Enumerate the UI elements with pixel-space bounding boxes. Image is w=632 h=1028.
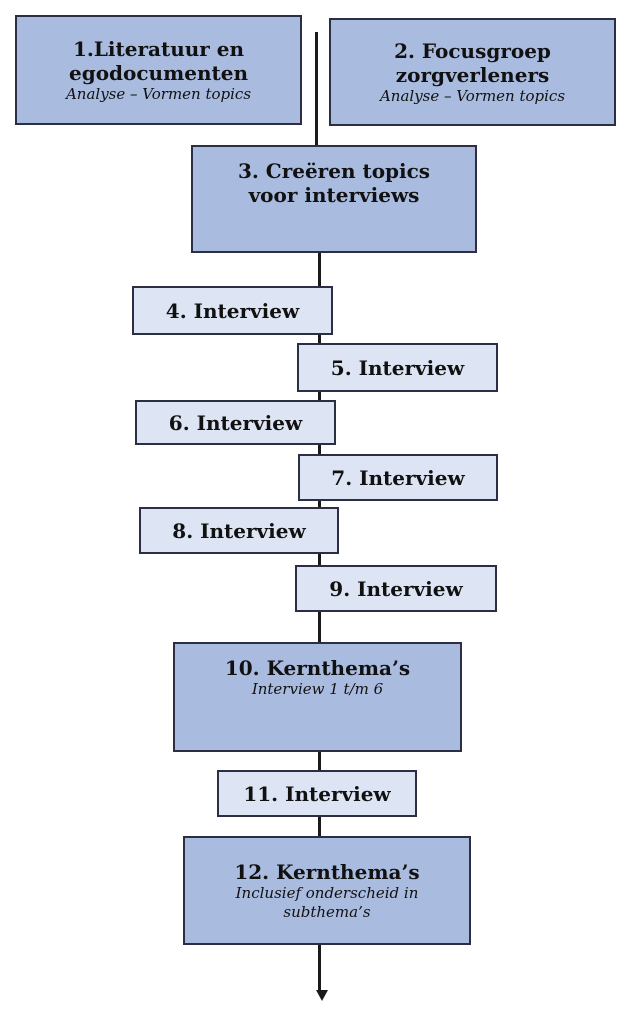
step-4-box: 4. Interview — [132, 286, 333, 335]
step-3-box: 3. Creëren topics voor interviews — [191, 145, 477, 253]
step-3-title-line-1: 3. Creëren topics — [237, 159, 431, 183]
connector-main — [318, 252, 321, 992]
step-12-subtitle-line-2: subthema’s — [283, 902, 371, 921]
step-11-box: 11. Interview — [217, 770, 417, 817]
step-6-box: 6. Interview — [135, 400, 336, 445]
step-1-title-line-1: 1.Literatuur en — [72, 36, 245, 61]
step-4-title: 4. Interview — [165, 298, 300, 323]
step-9-title: 9. Interview — [329, 576, 463, 601]
connector-top — [315, 32, 318, 148]
step-8-box: 8. Interview — [139, 507, 339, 554]
step-10-title: 10. Kernthema’s — [224, 656, 411, 680]
step-7-title: 7. Interview — [331, 465, 465, 490]
step-2-box: 2. Focusgroep zorgverleners Analyse – Vo… — [329, 18, 616, 126]
arrow-down-icon — [316, 990, 328, 1001]
step-3-title-line-2: voor interviews — [248, 183, 420, 207]
step-2-title-line-1: 2. Focusgroep — [394, 38, 551, 63]
step-12-title: 12. Kernthema’s — [234, 859, 420, 884]
step-12-box: 12. Kernthema’s Inclusief onderscheid in… — [183, 836, 471, 945]
step-9-box: 9. Interview — [295, 565, 497, 612]
step-2-title-line-2: zorgverleners — [395, 62, 550, 87]
step-5-title: 5. Interview — [330, 355, 465, 380]
step-12-subtitle-line-1: Inclusief onderscheid in — [235, 883, 419, 902]
step-11-title: 11. Interview — [243, 781, 391, 806]
step-8-title: 8. Interview — [172, 518, 306, 543]
step-10-box: 10. Kernthema’s Interview 1 t/m 6 — [173, 642, 462, 752]
step-1-title-line-2: egodocumenten — [68, 60, 249, 85]
step-7-box: 7. Interview — [298, 454, 498, 501]
step-1-subtitle: Analyse – Vormen topics — [65, 84, 252, 103]
step-1-box: 1.Literatuur en egodocumenten Analyse – … — [15, 15, 302, 125]
step-10-subtitle: Interview 1 t/m 6 — [251, 680, 384, 698]
step-2-subtitle: Analyse – Vormen topics — [379, 86, 566, 105]
step-6-title: 6. Interview — [168, 410, 303, 435]
step-5-box: 5. Interview — [297, 343, 498, 392]
